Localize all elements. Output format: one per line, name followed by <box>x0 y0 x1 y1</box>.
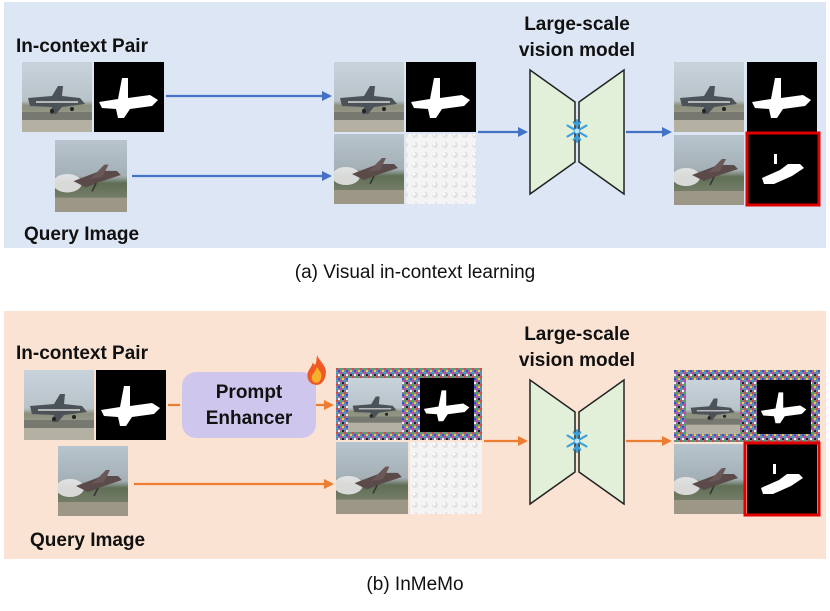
panel-b-vision-model <box>529 378 625 506</box>
panel-b-caption: (b) InMeMo <box>366 574 463 595</box>
panel-a-query-image <box>52 140 128 212</box>
prompt-enhancer-label-2: Enhancer <box>206 408 293 429</box>
panel-a-context-image <box>22 62 92 132</box>
panel-a-predicted-mask <box>748 134 818 204</box>
panel-a-in-context-label: In-context Pair <box>16 36 149 57</box>
panel-b-in-context-label: In-context Pair <box>16 343 149 364</box>
panel-a-caption: (a) Visual in-context learning <box>295 262 535 283</box>
panel-a-masked-cell <box>406 134 476 204</box>
panel-b-model-label-2: vision model <box>519 350 635 371</box>
panel-b-context-mask <box>96 370 166 440</box>
prompt-enhancer-box: Prompt Enhancer <box>182 372 316 438</box>
panel-b-input-canvas <box>336 368 482 514</box>
panel-a-model-label-2: vision model <box>519 40 635 61</box>
panel-b-context-image <box>24 370 94 440</box>
panel-a-query-label: Query Image <box>24 224 139 245</box>
panel-a-vision-model <box>529 68 625 196</box>
panel-b-model-label-1: Large-scale <box>524 324 630 345</box>
panel-a-context-mask <box>94 62 164 132</box>
panel-a-output-canvas <box>674 62 821 207</box>
panel-b-predicted-mask <box>747 444 817 514</box>
panel-b-highlight-box <box>743 441 821 517</box>
panel-a-model-label-1: Large-scale <box>524 14 630 35</box>
panel-b-output-canvas <box>674 370 821 517</box>
panel-b-query-label: Query Image <box>30 530 145 551</box>
panel-a-input-canvas <box>334 62 476 204</box>
panel-a-highlight-box <box>745 131 821 207</box>
panel-b-masked-cell <box>410 442 482 514</box>
prompt-enhancer-label-1: Prompt <box>216 382 283 403</box>
panel-b-query-image <box>55 446 129 516</box>
